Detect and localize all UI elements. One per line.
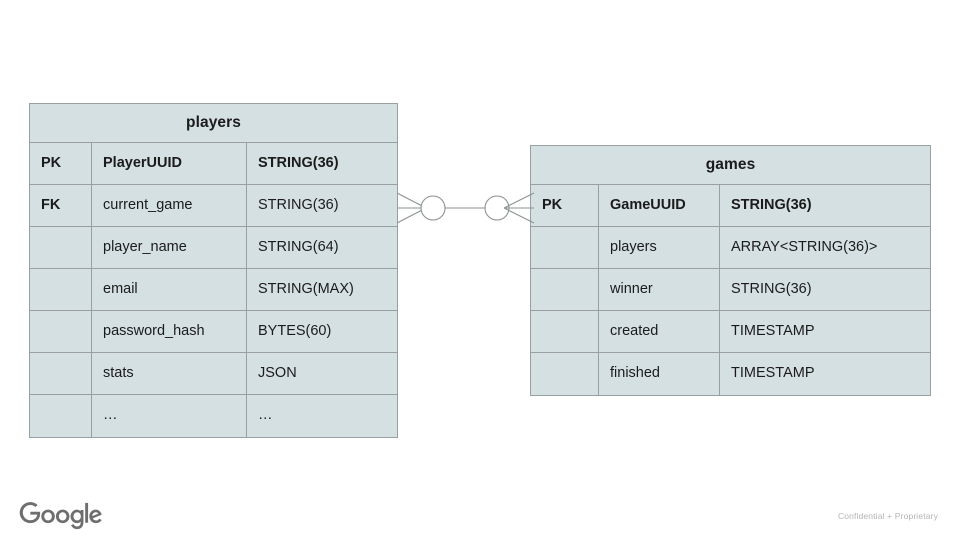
entity-games[interactable]: games PK GameUUID STRING(36) players ARR… <box>530 145 931 396</box>
row-key-badge <box>531 269 599 310</box>
row-field-name: players <box>599 227 720 268</box>
row-field-type: STRING(36) <box>731 280 812 297</box>
row-field-name: created <box>599 311 720 352</box>
row-field-type: STRING(36) <box>731 196 812 213</box>
row-field-name: winner <box>599 269 720 310</box>
row-field-name: player_name <box>92 227 247 268</box>
row-key-badge: FK <box>30 185 92 226</box>
table-row[interactable]: player_name STRING(64) <box>30 227 397 269</box>
row-field-type: STRING(36) <box>258 154 339 171</box>
row-key-badge <box>30 311 92 352</box>
table-row[interactable]: stats JSON <box>30 353 397 395</box>
table-row[interactable]: players ARRAY<STRING(36)> <box>531 227 930 269</box>
confidentiality-note: Confidential + Proprietary <box>837 511 938 521</box>
table-row[interactable]: PK GameUUID STRING(36) <box>531 185 930 227</box>
row-key-badge: PK <box>531 185 599 226</box>
table-row[interactable]: FK current_game STRING(36) <box>30 185 397 227</box>
row-field-name: … <box>92 395 247 437</box>
row-field-type: TIMESTAMP <box>731 322 815 339</box>
row-key-badge <box>531 311 599 352</box>
table-row[interactable]: created TIMESTAMP <box>531 311 930 353</box>
row-field-name: finished <box>599 353 720 395</box>
row-key-badge <box>30 227 92 268</box>
entity-players[interactable]: players PK PlayerUUID STRING(36) FK curr… <box>29 103 398 438</box>
relationship-connector-many-to-many[interactable] <box>390 180 540 236</box>
google-logo <box>18 502 104 530</box>
entity-players-title: players <box>30 104 397 143</box>
table-row[interactable]: password_hash BYTES(60) <box>30 311 397 353</box>
row-field-name: PlayerUUID <box>92 143 247 184</box>
row-field-type: STRING(MAX) <box>258 280 354 297</box>
table-row[interactable]: email STRING(MAX) <box>30 269 397 311</box>
row-field-name: password_hash <box>92 311 247 352</box>
row-key-badge <box>30 269 92 310</box>
row-key-badge <box>30 395 92 437</box>
row-key-badge <box>531 353 599 395</box>
row-field-name: email <box>92 269 247 310</box>
row-field-name: stats <box>92 353 247 394</box>
row-field-type: STRING(64) <box>258 238 339 255</box>
row-field-type: JSON <box>258 364 297 381</box>
row-field-type: TIMESTAMP <box>731 365 815 382</box>
table-row[interactable]: … … <box>30 395 397 437</box>
row-field-name: GameUUID <box>599 185 720 226</box>
google-wordmark-icon <box>19 502 102 530</box>
row-field-type: … <box>258 407 273 424</box>
row-field-type: STRING(36) <box>258 196 339 213</box>
entity-games-title: games <box>531 146 930 185</box>
row-field-name: current_game <box>92 185 247 226</box>
table-row[interactable]: finished TIMESTAMP <box>531 353 930 395</box>
row-key-badge <box>30 353 92 394</box>
row-key-badge <box>531 227 599 268</box>
table-row[interactable]: winner STRING(36) <box>531 269 930 311</box>
row-field-type: BYTES(60) <box>258 322 332 339</box>
row-key-badge: PK <box>30 143 92 184</box>
row-field-type: ARRAY<STRING(36)> <box>731 238 878 255</box>
table-row[interactable]: PK PlayerUUID STRING(36) <box>30 143 397 185</box>
